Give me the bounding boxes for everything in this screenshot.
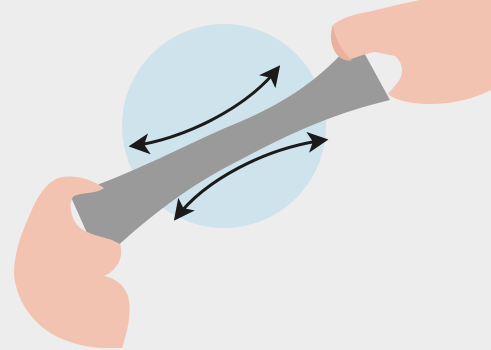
- upper-double-arrow: [128, 65, 281, 155]
- left-hand-icon: [14, 176, 130, 348]
- lower-double-arrow: [173, 131, 329, 221]
- right-hand-icon: [330, 0, 491, 104]
